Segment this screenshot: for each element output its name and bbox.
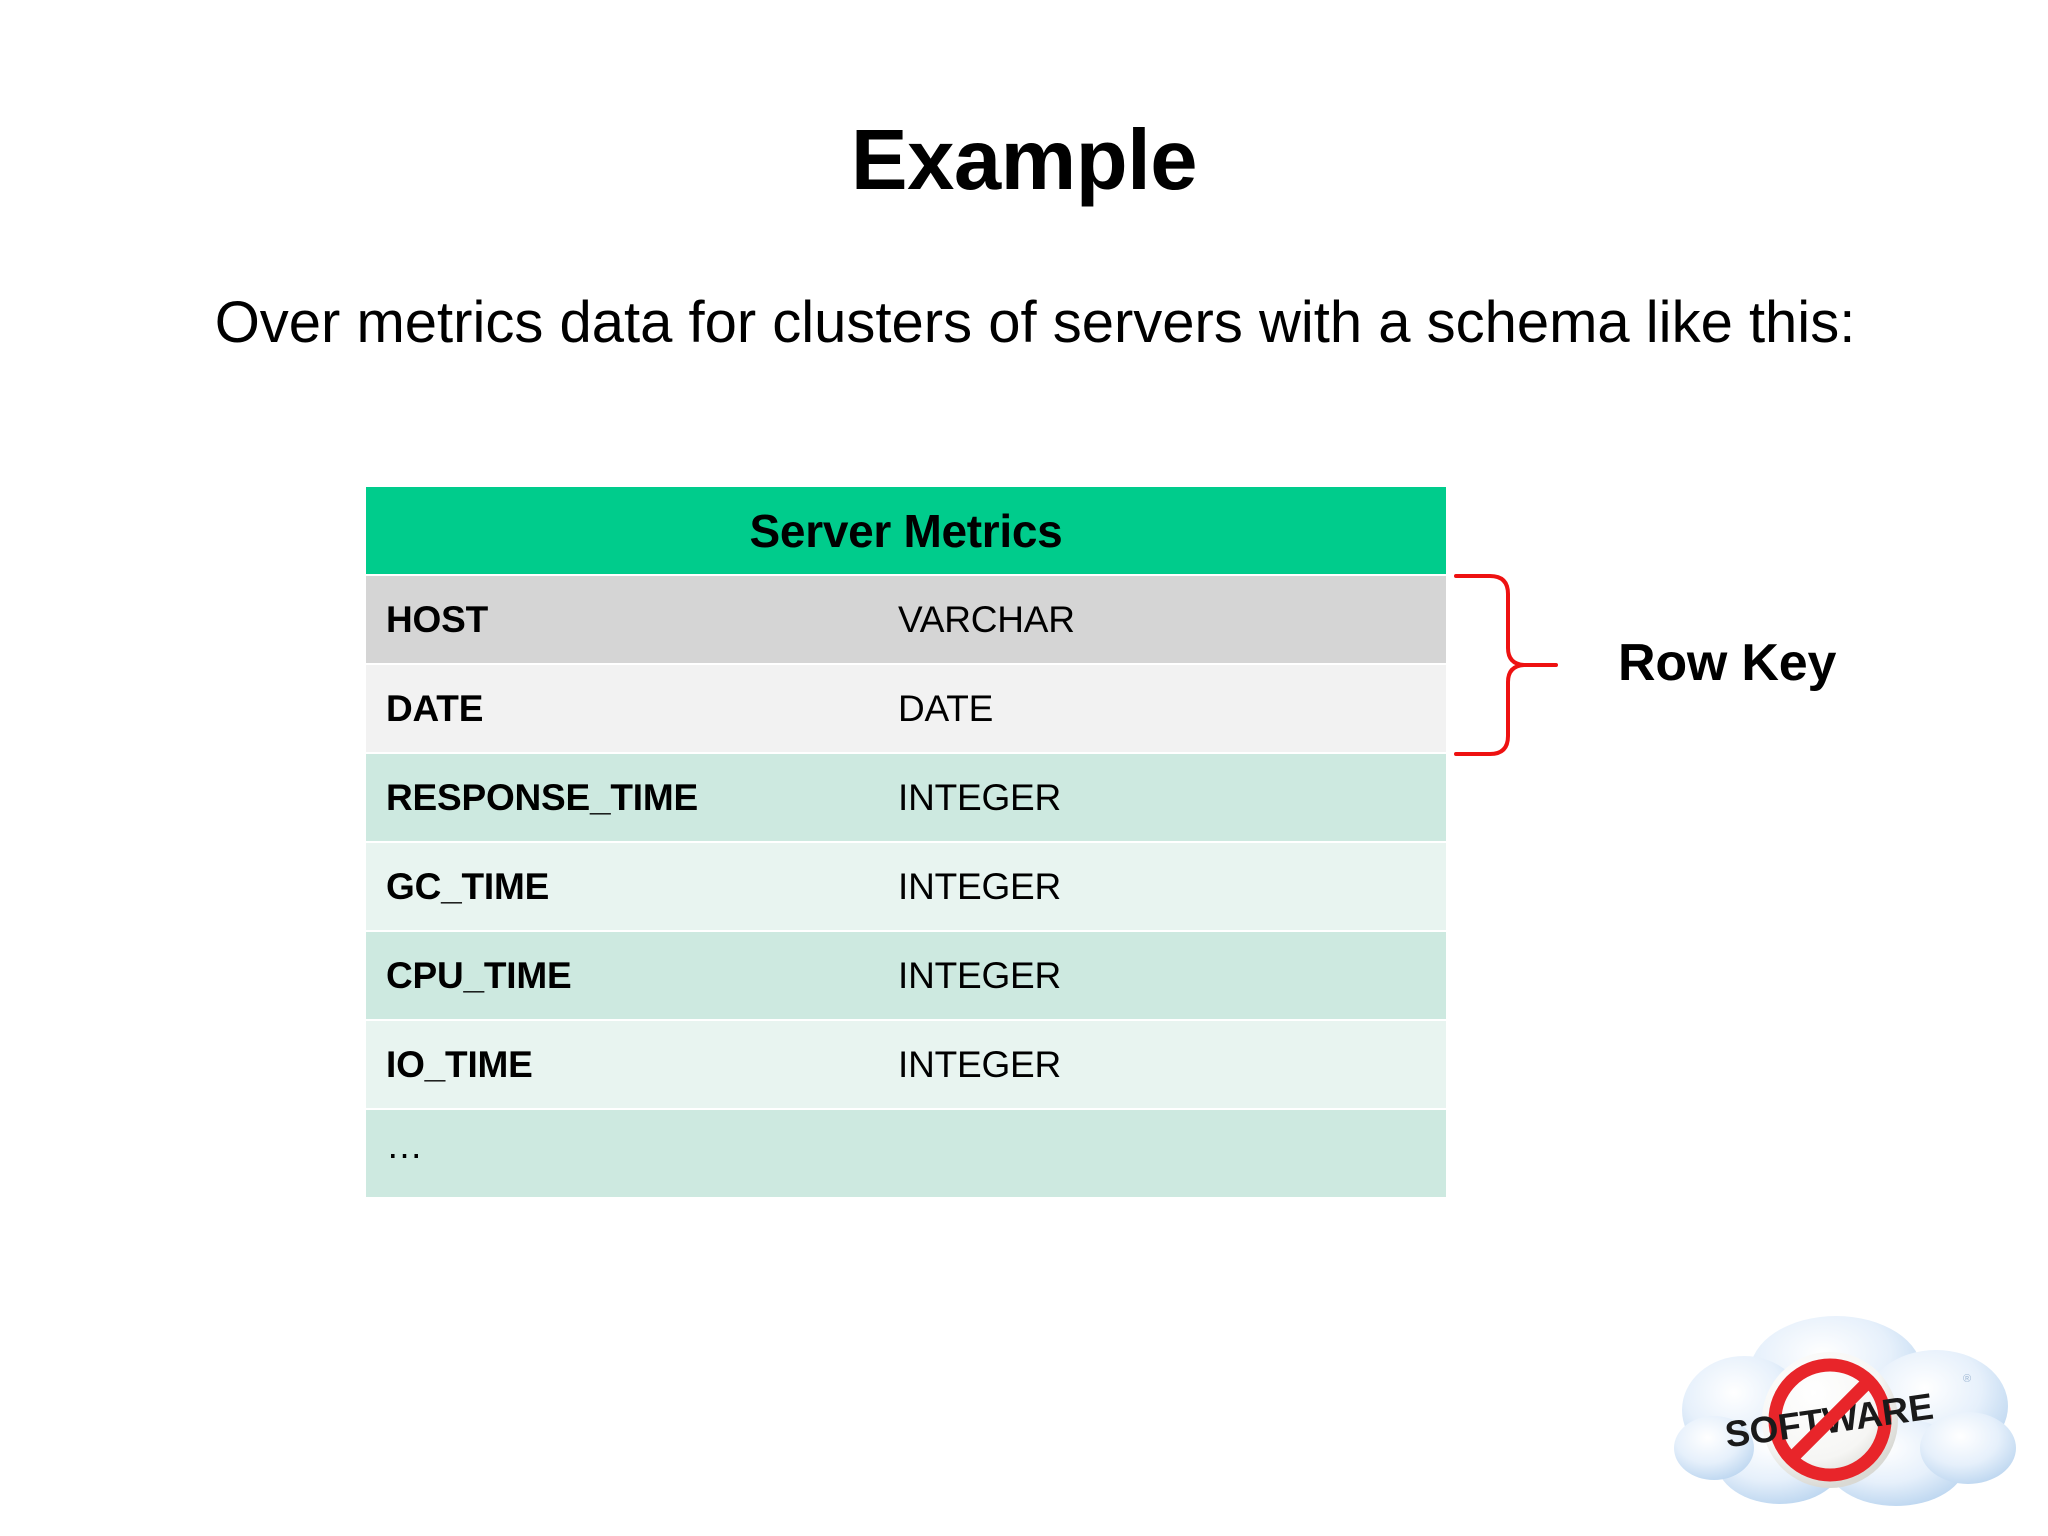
no-software-cloud-logo: SOFTWARE ® <box>1674 1316 2016 1506</box>
schema-table: Server Metrics HOST VARCHAR DATE DATE RE… <box>366 487 1446 1197</box>
row-key-brace-icon <box>1454 574 1558 756</box>
column-name-cell: DATE <box>386 687 484 729</box>
registered-mark-icon: ® <box>1963 1373 1971 1385</box>
column-name-cell: HOST <box>386 598 488 640</box>
column-type-cell: INTEGER <box>898 954 1062 996</box>
prohibition-slash-icon <box>1786 1376 1874 1464</box>
row-key-label: Row Key <box>1618 634 1837 692</box>
prohibition-ring-icon <box>1768 1358 1892 1482</box>
table-row: CPU_TIME INTEGER <box>366 932 1446 1019</box>
column-type-cell: INTEGER <box>898 1043 1062 1085</box>
column-type-cell: INTEGER <box>898 776 1062 818</box>
slide-subtitle: Over metrics data for clusters of server… <box>214 290 1856 355</box>
page-title: Example <box>850 113 1198 208</box>
column-type-cell: DATE <box>898 687 994 729</box>
column-type-cell: INTEGER <box>898 865 1062 907</box>
table-header-title: Server Metrics <box>366 487 1446 574</box>
table-row: DATE DATE <box>366 665 1446 752</box>
table-row: GC_TIME INTEGER <box>366 843 1446 930</box>
table-row: HOST VARCHAR <box>366 576 1446 663</box>
column-name-cell: IO_TIME <box>386 1043 533 1085</box>
table-row: RESPONSE_TIME INTEGER <box>366 754 1446 841</box>
column-name-cell: RESPONSE_TIME <box>386 776 698 818</box>
table-row: … <box>366 1110 1446 1197</box>
table-row: IO_TIME INTEGER <box>366 1021 1446 1108</box>
column-name-cell: … <box>386 1124 423 1166</box>
column-type-cell <box>880 1110 1446 1197</box>
column-name-cell: CPU_TIME <box>386 954 572 996</box>
column-name-cell: GC_TIME <box>386 865 550 907</box>
column-type-cell: VARCHAR <box>898 598 1075 640</box>
